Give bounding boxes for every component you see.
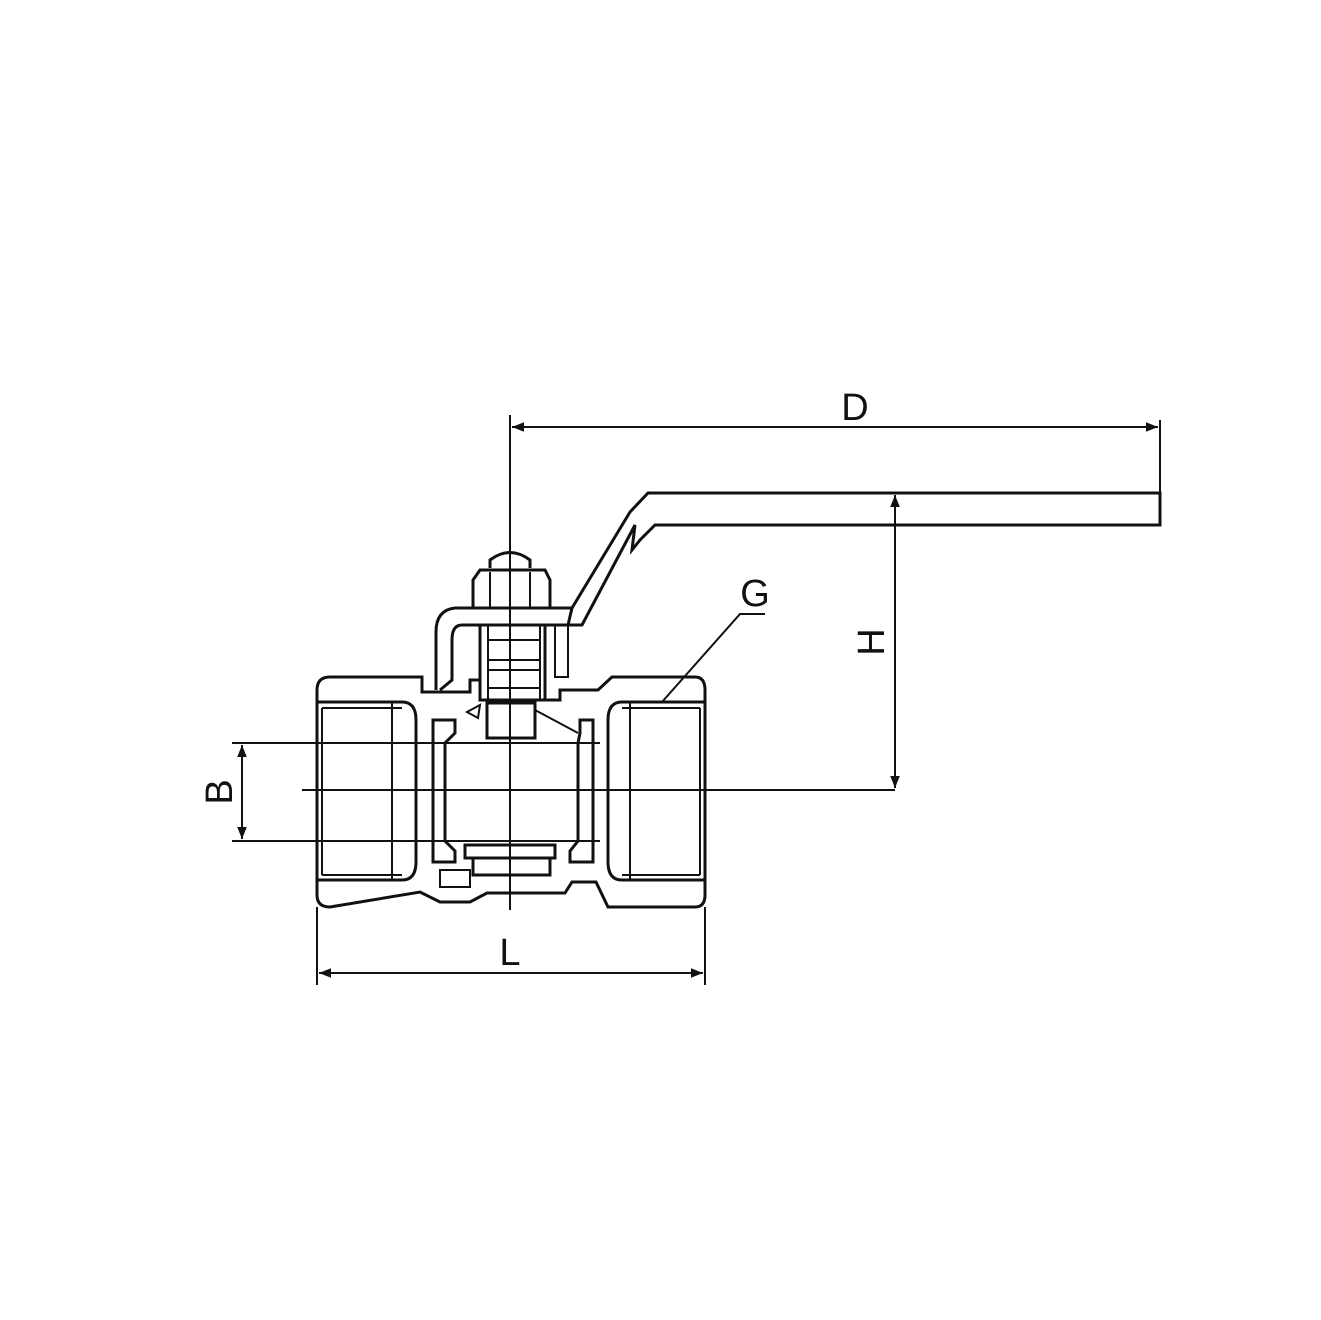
label-L: L (499, 932, 520, 974)
label-D: D (841, 387, 868, 429)
stem-nut (434, 551, 574, 702)
centerlines (232, 415, 1161, 985)
label-B: B (199, 779, 241, 804)
dimension-H: H (851, 495, 900, 788)
label-G: G (740, 573, 770, 615)
thread-G-leader: G (661, 573, 770, 703)
dimension-D: D (512, 387, 1158, 432)
dimension-B: B (199, 745, 247, 839)
lever-handle (568, 491, 1162, 627)
label-H: H (851, 628, 893, 655)
dimension-L: L (319, 932, 703, 978)
